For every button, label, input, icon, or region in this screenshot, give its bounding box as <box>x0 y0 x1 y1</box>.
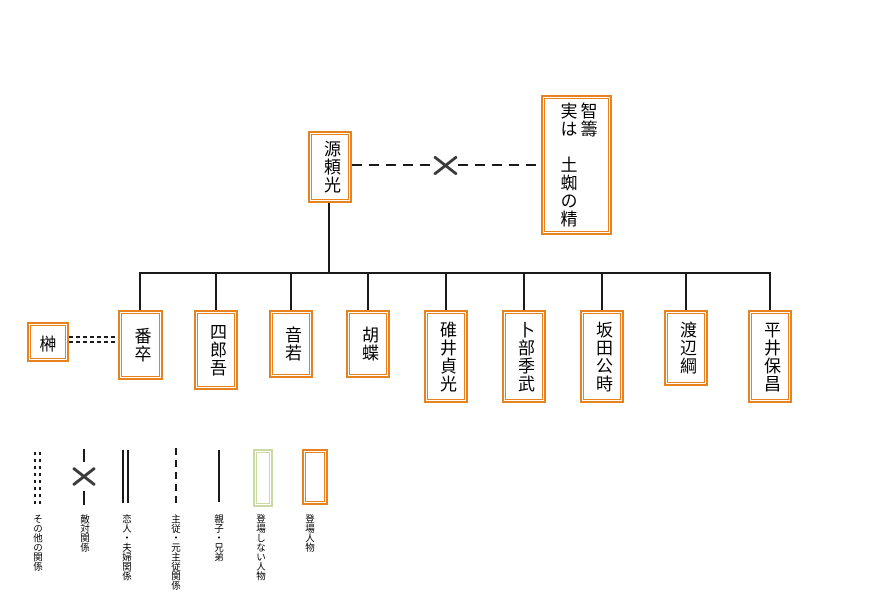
legend-symbol-master-servant <box>175 448 177 505</box>
legend-symbol-non-appearing-character <box>253 449 273 507</box>
legend-label-other-relationship: その他の関係 <box>31 514 42 571</box>
legend-label-non-appearing-character: 登場しない人物 <box>254 514 265 581</box>
person-name: 平井保昌 <box>761 320 780 393</box>
person-name: 音若 <box>282 326 301 362</box>
legend-label-couple-relationship: 恋人・夫婦関係 <box>120 514 131 581</box>
legend-symbol-couple-relationship <box>122 450 129 503</box>
tree-horizontal-connector <box>139 272 771 274</box>
legend-symbol-appearing-character <box>302 449 328 505</box>
person-name-multiline: 智籌 実は 土蜘の精 <box>557 102 597 228</box>
tree-drop-shirogo <box>215 272 217 310</box>
tree-drop-otowaka <box>290 272 292 310</box>
person-box-hirai-yasumasa: 平井保昌 <box>748 310 792 403</box>
person-name: 卜部季武 <box>515 320 534 393</box>
person-box-yorimitsu: 源頼光 <box>308 131 352 203</box>
person-box-sakata-kintoki: 坂田公時 <box>580 310 624 403</box>
enemy-relationship-line-right <box>458 164 542 166</box>
legend-label-appearing-character: 登場人物 <box>303 514 314 552</box>
person-box-usui-sadamitsu: 碓井貞光 <box>424 310 468 403</box>
person-box-shirogo: 四郎吾 <box>194 310 238 390</box>
person-box-kocho: 胡蝶 <box>346 310 390 378</box>
person-name: 智籌 <box>577 102 597 138</box>
enemy-x-icon <box>433 153 458 178</box>
person-name: 坂田公時 <box>593 320 612 393</box>
person-box-watanabe-tsuna: 渡辺綱 <box>664 310 708 386</box>
tree-drop-hirai <box>769 272 771 310</box>
legend-symbol-enemy-dash-bottom <box>83 491 85 505</box>
person-name: 胡蝶 <box>359 326 378 362</box>
person-box-urabe-suetake: 卜部季武 <box>502 310 546 403</box>
tree-drop-usui <box>445 272 447 310</box>
person-box-sakaki: 榊 <box>27 322 69 362</box>
tree-root-connector <box>328 203 330 272</box>
legend-symbol-other-relationship-right <box>39 452 41 506</box>
tree-drop-watanabe <box>685 272 687 310</box>
tree-drop-urabe <box>523 272 525 310</box>
tree-drop-bansotsu <box>139 272 141 310</box>
other-relationship-line-top <box>69 336 118 338</box>
legend-label-enemy-relationship: 敵対関係 <box>78 514 89 552</box>
person-name: 碓井貞光 <box>437 320 456 393</box>
person-name: 四郎吾 <box>207 323 226 377</box>
person-box-otowaka: 音若 <box>269 310 313 378</box>
person-name: 源頼光 <box>321 140 340 194</box>
person-box-chichu: 智籌 実は 土蜘の精 <box>541 95 612 235</box>
legend-label-parent-child: 親子・兄弟 <box>212 514 223 562</box>
legend-label-master-servant: 主従・元主従関係 <box>169 514 180 590</box>
legend-symbol-enemy-dash-top <box>83 449 85 462</box>
other-relationship-line-bottom <box>69 341 118 343</box>
person-name: 榊 <box>39 334 57 354</box>
enemy-relationship-line-left <box>352 164 432 166</box>
person-box-bansotsu: 番卒 <box>118 310 163 380</box>
tree-drop-kocho <box>367 272 369 310</box>
person-name: 番卒 <box>131 327 151 363</box>
legend-symbol-parent-child <box>218 450 220 502</box>
person-note: 実は 土蜘の精 <box>557 102 577 228</box>
legend-enemy-x-icon <box>72 464 96 488</box>
person-name: 渡辺綱 <box>677 321 696 375</box>
legend-symbol-other-relationship-left <box>34 452 36 506</box>
tree-drop-sakata <box>601 272 603 310</box>
